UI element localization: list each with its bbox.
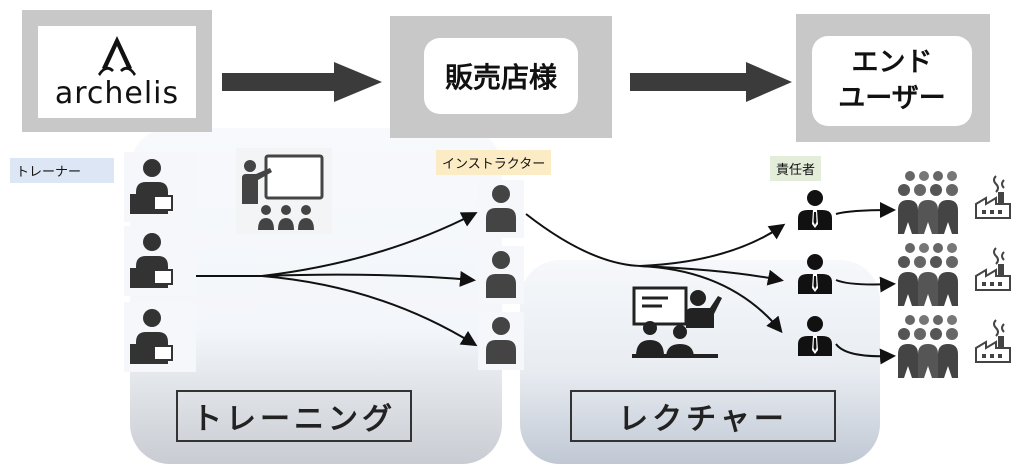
manager-icon — [798, 316, 832, 356]
manager-2 — [794, 252, 836, 296]
trainer-1 — [124, 152, 196, 222]
instructor-3 — [478, 312, 524, 370]
businessman-icon — [130, 233, 173, 288]
businessman-icon — [130, 159, 173, 214]
trainer-3 — [124, 302, 196, 372]
trainer-tag: トレーナー — [10, 158, 114, 183]
person-icon — [486, 185, 516, 232]
end-user-label-box: エンド ユーザー — [812, 36, 972, 126]
crowd-icon — [898, 243, 958, 306]
archelis-logo-mark-icon — [98, 35, 136, 76]
flow-arrow-1 — [222, 62, 382, 102]
end-user-group-3 — [896, 312, 1016, 378]
lecture-presentation-icon — [632, 286, 722, 358]
manager-tag: 責任者 — [770, 156, 822, 181]
lecture-label: レクチャー — [570, 390, 836, 442]
instructor-2 — [478, 246, 524, 304]
archelis-logo: archelis — [38, 26, 196, 118]
whiteboard-teacher-icon — [242, 154, 324, 230]
lecture-presentation — [628, 284, 722, 360]
archelis-logo-text: archelis — [54, 75, 180, 111]
instructor-tag: インストラクター — [436, 150, 552, 175]
instructor-1 — [478, 180, 524, 238]
end-user-label-line1: エンド — [851, 47, 933, 78]
manager-1 — [794, 188, 836, 232]
end-user-group-2 — [896, 240, 1016, 306]
flow-arrow-2 — [630, 62, 792, 102]
person-icon — [486, 251, 516, 298]
person-icon — [486, 317, 516, 364]
businessman-icon — [130, 309, 173, 364]
teaching-whiteboard — [236, 148, 332, 234]
trainer-2 — [124, 226, 196, 296]
training-label: トレーニング — [176, 390, 412, 442]
factory-icon — [975, 247, 1011, 291]
manager-icon — [798, 190, 832, 230]
manager-3 — [794, 314, 836, 358]
factory-icon — [975, 175, 1011, 219]
crowd-icon — [898, 315, 958, 378]
manager-icon — [798, 254, 832, 294]
dealer-label-box: 販売店様 — [424, 38, 578, 114]
end-user-group-1 — [896, 168, 1016, 234]
dealer-label: 販売店様 — [444, 61, 557, 94]
crowd-icon — [898, 171, 958, 234]
factory-icon — [975, 319, 1011, 363]
end-user-label-line2: ユーザー — [838, 83, 946, 114]
